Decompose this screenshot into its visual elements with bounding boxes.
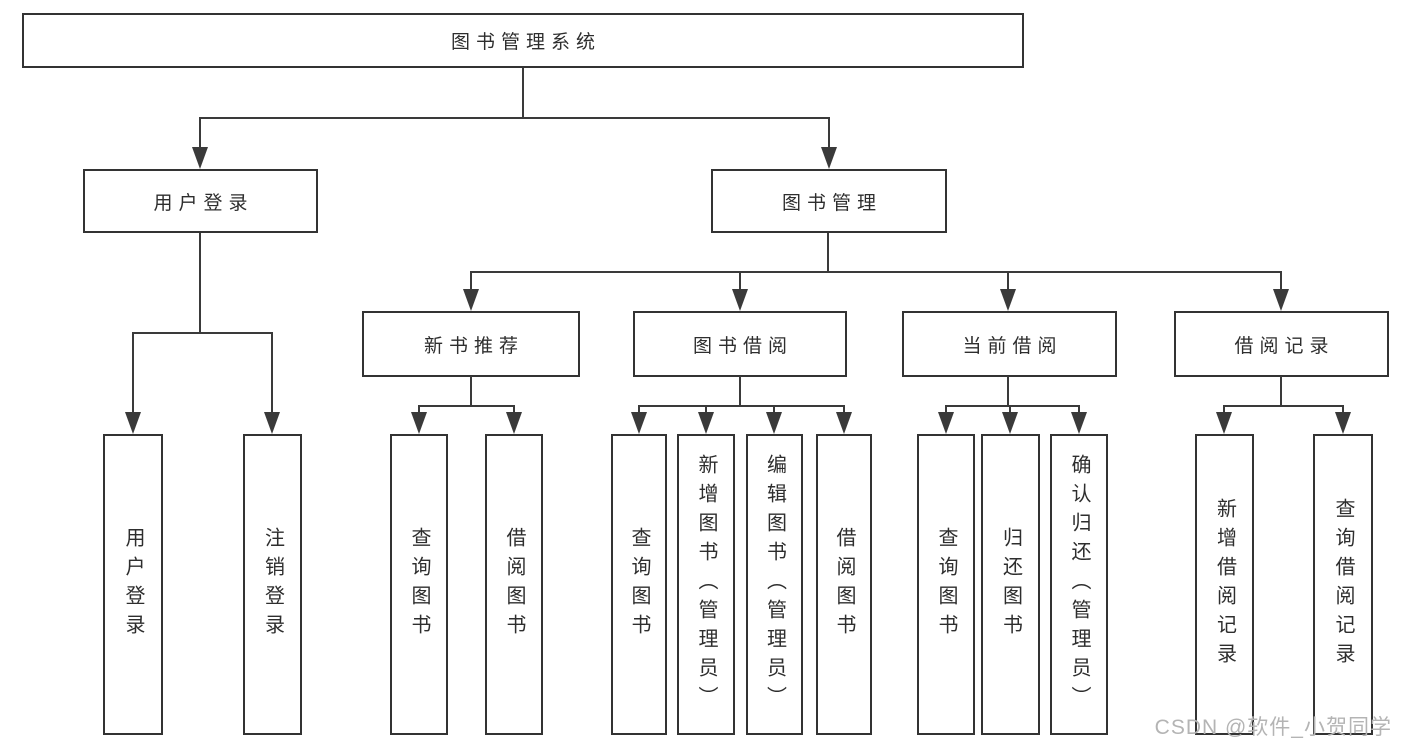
connector-line — [418, 405, 420, 415]
connector-line — [199, 117, 830, 119]
arrow-down-icon — [506, 412, 522, 434]
leaf-return-books: 归还图书 — [981, 434, 1040, 735]
connector-line — [271, 332, 273, 414]
connector-line — [1007, 271, 1009, 291]
leaf-return-books-label: 归还图书 — [999, 526, 1022, 643]
connector-line — [638, 405, 640, 415]
connector-line — [1342, 405, 1344, 415]
leaf-borrowing-borrow-books: 借阅图书 — [816, 434, 872, 735]
arrow-down-icon — [463, 289, 479, 311]
leaf-add-borrow-record: 新增借阅记录 — [1195, 434, 1254, 735]
leaf-recommend-query-books-label: 查询图书 — [408, 526, 430, 643]
arrow-down-icon — [1002, 412, 1018, 434]
connector-line — [843, 405, 845, 415]
arrow-down-icon — [264, 412, 280, 434]
connector-line — [522, 68, 524, 118]
connector-line — [470, 376, 472, 407]
connector-line — [1280, 376, 1282, 407]
arrow-down-icon — [1335, 412, 1351, 434]
leaf-borrowing-query-books: 查询图书 — [611, 434, 667, 735]
node-book-borrowing: 图书借阅 — [633, 311, 847, 377]
connector-line — [828, 117, 830, 151]
arrow-down-icon — [821, 147, 837, 169]
connector-line — [638, 405, 845, 407]
leaf-query-borrow-record-label: 查询借阅记录 — [1332, 497, 1354, 672]
arrow-down-icon — [192, 147, 208, 169]
connector-line — [470, 271, 472, 291]
leaf-recommend-borrow-books-label: 借阅图书 — [503, 526, 525, 643]
connector-line — [1280, 271, 1282, 291]
connector-line — [470, 271, 1282, 273]
node-book-management: 图书管理 — [711, 169, 947, 233]
connector-line — [199, 117, 201, 151]
leaf-borrowing-borrow-books-label: 借阅图书 — [833, 526, 855, 643]
node-new-book-recommend: 新书推荐 — [362, 311, 580, 377]
leaf-confirm-return-admin-label: 确认归还（管理员） — [1068, 454, 1090, 715]
arrow-down-icon — [411, 412, 427, 434]
connector-line — [945, 405, 947, 415]
arrow-down-icon — [766, 412, 782, 434]
leaf-add-borrow-record-label: 新增借阅记录 — [1213, 497, 1236, 672]
connector-line — [132, 332, 134, 414]
leaf-add-book-admin: 新增图书（管理员） — [677, 434, 735, 735]
leaf-logout: 注销登录 — [243, 434, 302, 735]
leaf-edit-book-admin-label: 编辑图书（管理员） — [763, 454, 786, 715]
node-library-system-label: 图书管理系统 — [450, 32, 601, 53]
leaf-user-login: 用户登录 — [103, 434, 163, 735]
node-book-management-label: 图书管理 — [781, 192, 882, 214]
connector-line — [513, 405, 515, 415]
node-current-borrowing-label: 当前借阅 — [962, 335, 1063, 357]
leaf-recommend-query-books: 查询图书 — [390, 434, 448, 735]
arrow-down-icon — [631, 412, 647, 434]
node-current-borrowing: 当前借阅 — [902, 311, 1117, 377]
arrow-down-icon — [938, 412, 954, 434]
connector-line — [199, 233, 201, 333]
connector-line — [1223, 405, 1225, 415]
leaf-edit-book-admin: 编辑图书（管理员） — [746, 434, 803, 735]
node-borrowing-records-label: 借阅记录 — [1234, 335, 1335, 357]
connector-line — [739, 271, 741, 291]
leaf-query-borrow-record: 查询借阅记录 — [1313, 434, 1373, 735]
connector-line — [827, 233, 829, 272]
leaf-add-book-admin-label: 新增图书（管理员） — [695, 454, 717, 715]
node-library-system: 图书管理系统 — [22, 13, 1024, 68]
leaf-logout-label: 注销登录 — [261, 526, 284, 643]
connector-line — [1223, 405, 1344, 407]
node-borrowing-records: 借阅记录 — [1174, 311, 1389, 377]
connector-line — [739, 376, 741, 407]
connector-line — [945, 405, 1080, 407]
connector-line — [1078, 405, 1080, 415]
connector-line — [1007, 376, 1009, 407]
node-user-login: 用户登录 — [83, 169, 318, 233]
arrow-down-icon — [732, 289, 748, 311]
arrow-down-icon — [1216, 412, 1232, 434]
leaf-current-query-books-label: 查询图书 — [935, 526, 957, 643]
arrow-down-icon — [125, 412, 141, 434]
leaf-user-login-label: 用户登录 — [122, 526, 144, 643]
leaf-recommend-borrow-books: 借阅图书 — [485, 434, 543, 735]
leaf-confirm-return-admin: 确认归还（管理员） — [1050, 434, 1108, 735]
connector-line — [705, 405, 707, 415]
connector-line — [773, 405, 775, 415]
watermark: CSDN @软件_小贺同学 — [1154, 716, 1392, 739]
arrow-down-icon — [1273, 289, 1289, 311]
arrow-down-icon — [1000, 289, 1016, 311]
arrow-down-icon — [836, 412, 852, 434]
leaf-current-query-books: 查询图书 — [917, 434, 975, 735]
arrow-down-icon — [698, 412, 714, 434]
connector-line — [1009, 405, 1011, 415]
connector-line — [418, 405, 515, 407]
node-user-login-label: 用户登录 — [153, 192, 254, 214]
arrow-down-icon — [1071, 412, 1087, 434]
node-book-borrowing-label: 图书借阅 — [692, 335, 793, 357]
connector-line — [132, 332, 273, 334]
node-new-book-recommend-label: 新书推荐 — [423, 335, 524, 357]
leaf-borrowing-query-books-label: 查询图书 — [628, 526, 650, 643]
